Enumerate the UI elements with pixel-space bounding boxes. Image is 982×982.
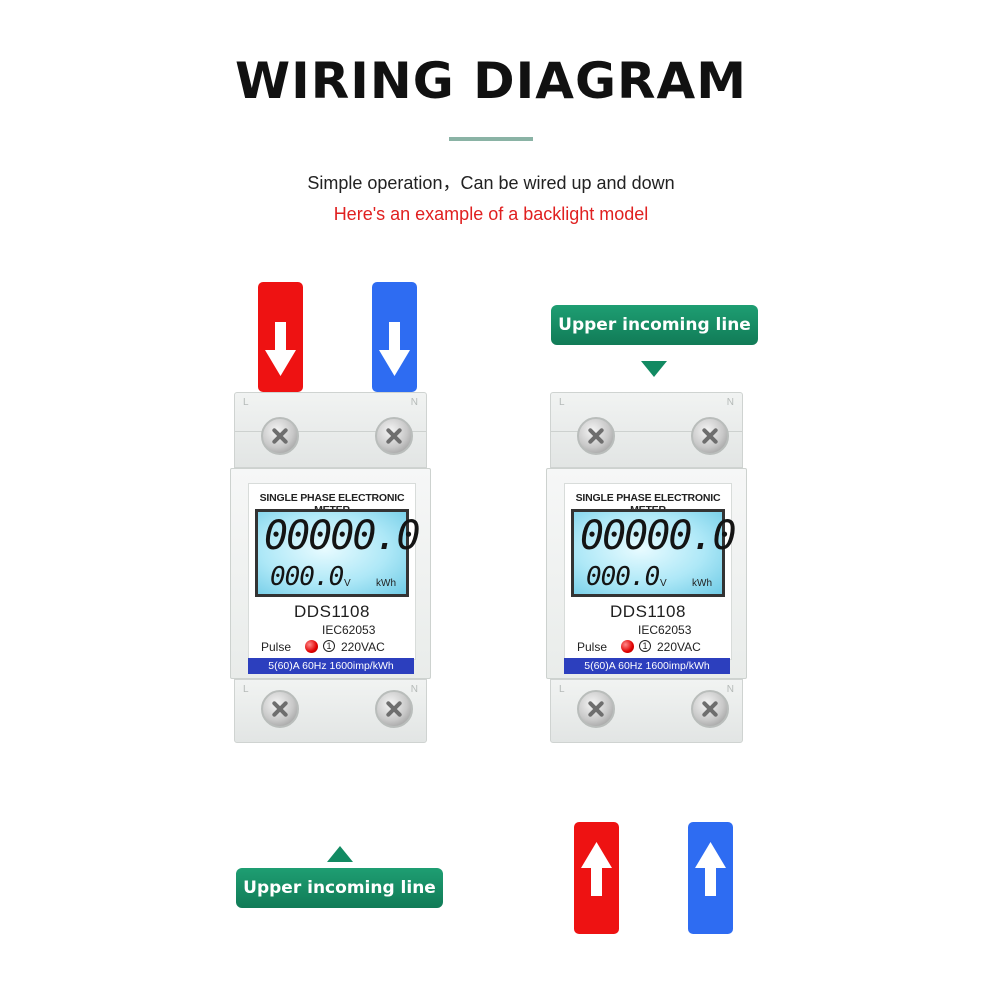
standard-code: IEC62053: [638, 623, 692, 637]
lcd-unit-kwh: kWh: [692, 578, 712, 589]
subtitle: Simple operation，Can be wired up and dow…: [307, 173, 675, 193]
lcd-unit-v: V: [344, 578, 351, 589]
arrow-down-icon: [379, 322, 410, 376]
pulse-label: Pulse: [261, 640, 292, 654]
arrow-up-icon: [581, 842, 612, 896]
neutral-wire-bottom: [688, 822, 733, 934]
terminal-label-l: L: [559, 684, 565, 695]
voltage-rating: 220VAC: [657, 640, 701, 654]
terminal-label-l: L: [243, 397, 249, 408]
accuracy-class-mark: 1: [639, 640, 651, 652]
model-number: DDS1108: [294, 602, 370, 621]
lcd-unit-kwh: kWh: [376, 578, 396, 589]
screw-icon: [261, 690, 299, 728]
incoming-line-label-right: Upper incoming line: [551, 305, 758, 345]
screw-icon: [375, 690, 413, 728]
terminal-label-n: N: [726, 397, 734, 408]
spec-bar: 5(60)A 60Hz 1600imp/kWh: [564, 658, 730, 674]
screw-icon: [375, 417, 413, 455]
meter-face: SINGLE PHASE ELECTRONIC METER 00000.0 00…: [248, 483, 421, 660]
standard-code: IEC62053: [322, 623, 376, 637]
meter-left: L N SINGLE PHASE ELECTRONIC METER 00000.…: [230, 392, 431, 822]
led-icon: [621, 640, 634, 653]
lcd-display: 00000.0 000.0 V kWh: [255, 509, 421, 597]
lcd-display: 00000.0 000.0 V kWh: [571, 509, 737, 597]
page-title: WIRING DIAGRAM: [235, 52, 747, 110]
terminal-label-n: N: [410, 397, 418, 408]
neutral-wire-top: [372, 282, 417, 392]
terminal-label-l: L: [559, 397, 565, 408]
screw-icon: [261, 417, 299, 455]
screw-icon: [691, 417, 729, 455]
spec-bar: 5(60)A 60Hz 1600imp/kWh: [248, 658, 414, 674]
arrow-up-icon: [695, 842, 726, 896]
live-wire-top: [258, 282, 303, 392]
terminal-block-top: L N: [234, 392, 427, 468]
model-number: DDS1108: [610, 602, 686, 621]
title-divider: [449, 137, 533, 141]
meter-face: SINGLE PHASE ELECTRONIC METER 00000.0 00…: [564, 483, 737, 660]
arrow-down-icon: [265, 322, 296, 376]
backlight-note: Here's an example of a backlight model: [333, 204, 649, 224]
meter-body: SINGLE PHASE ELECTRONIC METER 00000.0 00…: [230, 468, 431, 679]
screw-icon: [577, 417, 615, 455]
lcd-energy-reading: 00000.0: [264, 513, 421, 559]
live-wire-bottom: [574, 822, 619, 934]
lcd-unit-v: V: [660, 578, 667, 589]
terminal-block-top: L N: [550, 392, 743, 468]
voltage-rating: 220VAC: [341, 640, 385, 654]
terminal-label-n: N: [726, 684, 734, 695]
lcd-energy-reading: 00000.0: [580, 513, 737, 559]
led-icon: [305, 640, 318, 653]
terminal-label-l: L: [243, 684, 249, 695]
lcd-voltage-reading: 000.0: [586, 562, 660, 592]
pulse-label: Pulse: [577, 640, 608, 654]
triangle-pointer-icon: [641, 361, 667, 377]
screw-icon: [691, 690, 729, 728]
terminal-block-bottom: L N: [550, 679, 743, 743]
meter-right: L N SINGLE PHASE ELECTRONIC METER 00000.…: [546, 392, 747, 822]
triangle-pointer-icon: [327, 846, 353, 862]
accuracy-class-mark: 1: [323, 640, 335, 652]
lcd-voltage-reading: 000.0: [270, 562, 344, 592]
terminal-label-n: N: [410, 684, 418, 695]
meter-body: SINGLE PHASE ELECTRONIC METER 00000.0 00…: [546, 468, 747, 679]
terminal-block-bottom: L N: [234, 679, 427, 743]
screw-icon: [577, 690, 615, 728]
incoming-line-label-left: Upper incoming line: [236, 868, 443, 908]
